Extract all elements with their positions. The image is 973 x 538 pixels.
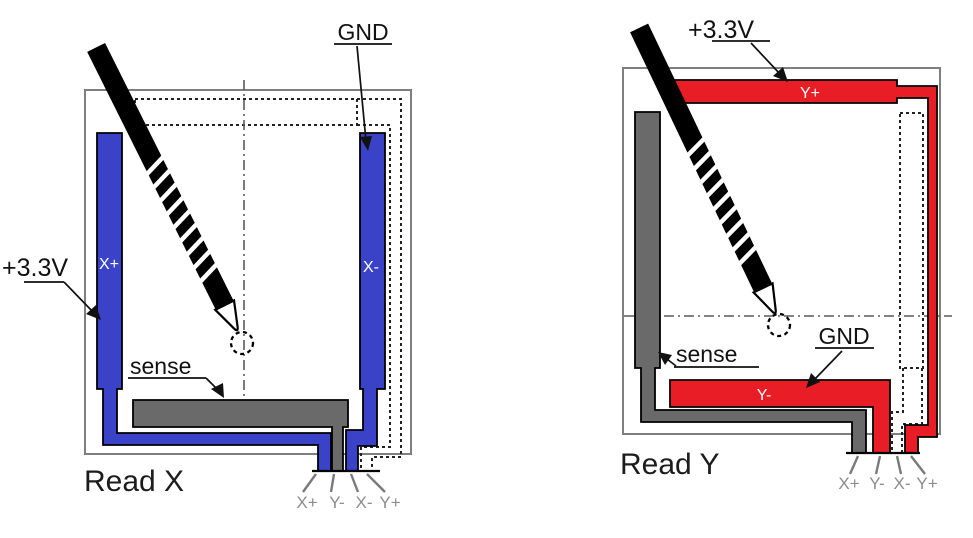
ground-label: GND — [818, 323, 869, 349]
ground-arrow-head — [360, 136, 372, 151]
touch-point-marker — [229, 330, 255, 356]
touchscreen-panel — [622, 67, 941, 435]
ground-arrow-head — [806, 373, 820, 388]
unused-x-minus-electrode — [899, 112, 924, 369]
ground-arrow-line — [356, 45, 367, 142]
electrode-y-plus-text: Y+ — [800, 85, 820, 102]
ground-arrow-line — [813, 350, 843, 381]
sense-arrow-line — [666, 358, 677, 367]
sense-arrow-head — [658, 352, 672, 365]
pin-label-x-minus: X- — [356, 493, 373, 512]
supply-arrow-line — [63, 281, 94, 313]
pin-leader-lines — [302, 473, 386, 493]
electrode-x-plus-text: X+ — [99, 256, 119, 273]
sense-label: sense — [130, 353, 191, 379]
electrode-y-minus-text: Y- — [757, 387, 772, 404]
supply-arrow-head — [773, 67, 788, 82]
sense-label: sense — [676, 341, 737, 367]
pin-label-y-minus: Y- — [869, 474, 884, 493]
supply-arrow-head — [86, 305, 101, 320]
electrode-x-minus-text: X- — [363, 259, 379, 276]
ground-label: GND — [337, 19, 388, 45]
pin-label-x-plus: X+ — [296, 493, 317, 512]
supply-label: +3.3V — [2, 254, 68, 282]
diagram-title-read-x: Read X — [84, 465, 184, 498]
touch-point-marker — [766, 312, 792, 338]
pin-label-y-minus: Y- — [329, 493, 344, 512]
diagram-title-read-y: Read Y — [620, 448, 720, 481]
unused-x-minus-trace-outer — [901, 368, 923, 453]
pin-leader-lines — [848, 455, 926, 475]
supply-arrow-line — [750, 42, 781, 75]
sense-arrow-head — [211, 383, 224, 398]
pin-label-y-plus: Y+ — [379, 493, 400, 512]
pin-label-y-plus: Y+ — [916, 474, 937, 493]
pin-label-x-minus: X- — [894, 474, 911, 493]
supply-label: +3.3V — [688, 16, 754, 44]
pin-label-x-plus: X+ — [838, 474, 859, 493]
unused-y-plus-trace-inner — [357, 124, 391, 471]
read-y-diagram: +3.3V GND sense Y+ Y- Read Y X+ Y- X- Y+ — [620, 16, 952, 493]
unused-x-minus-trace-inner — [891, 368, 904, 453]
unused-y-plus-trace-outer — [357, 98, 402, 471]
read-x-diagram: GND +3.3V sense X+ X- Read X X+ Y- X- Y+ — [2, 19, 412, 512]
